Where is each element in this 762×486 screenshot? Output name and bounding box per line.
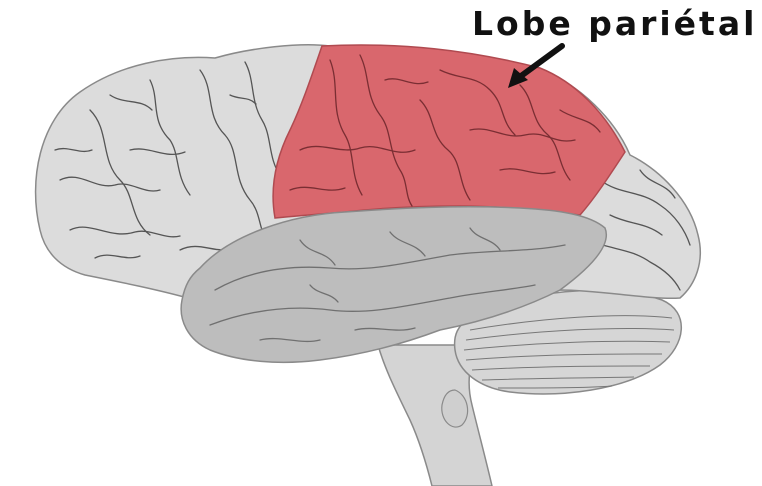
parietal-lobe-label: Lobe pariétal xyxy=(472,4,757,44)
parietal-lobe xyxy=(273,45,625,218)
